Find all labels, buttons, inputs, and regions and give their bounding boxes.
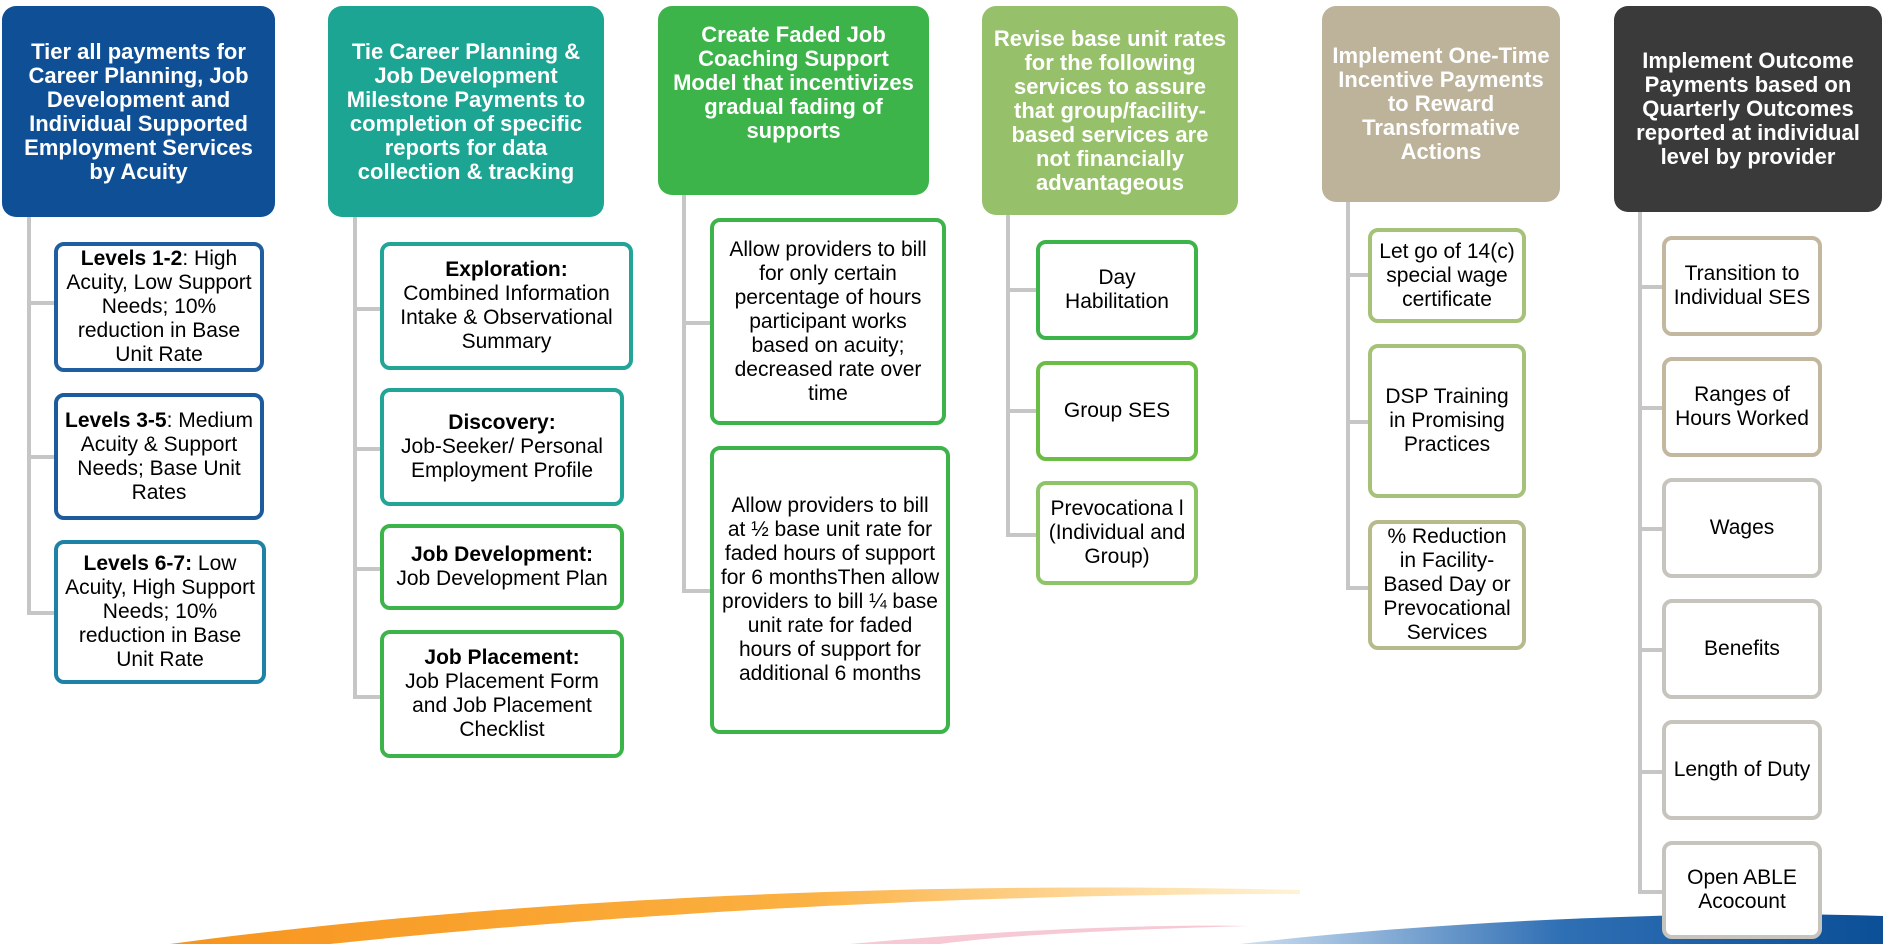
- exploration-milestone-box: Exploration: Combined Information Intake…: [380, 242, 633, 370]
- column-6-header: Implement Outcome Payments based on Quar…: [1614, 6, 1882, 212]
- box-text: Length of Duty: [1673, 758, 1811, 781]
- box-title: Exploration:: [445, 258, 568, 281]
- box-title: Job Placement:: [424, 646, 580, 669]
- box-title: Job Development:: [410, 543, 594, 566]
- box-text: DSP Training in Promising Practices: [1385, 385, 1509, 456]
- box-text: Allow providers to bill for only certain…: [729, 237, 927, 405]
- box-text: : High Acuity, Low Support Needs; 10% re…: [66, 247, 252, 366]
- box-title: Levels 3-5: [65, 408, 167, 432]
- box-text: % Reduction in Facility-Based Day or Pre…: [1383, 525, 1511, 644]
- column-4: Revise base unit rates for the following…: [982, 0, 1252, 944]
- box-text: Allow providers to bill at ½ base unit r…: [720, 494, 940, 685]
- transition-to-ses-box: Transition to Individual SES: [1662, 236, 1822, 336]
- column-4-header: Revise base unit rates for the following…: [982, 6, 1238, 215]
- column-5-header: Implement One-Time Incentive Payments to…: [1322, 6, 1560, 202]
- box-text: Day Habilitation: [1065, 266, 1169, 313]
- discovery-milestone-box: Discovery: Job-Seeker/ Personal Employme…: [380, 388, 624, 506]
- box-text: Job Development Plan: [396, 567, 608, 590]
- box-title: Levels 6-7:: [83, 552, 193, 575]
- box-title: Discovery:: [448, 411, 556, 434]
- box-text: Combined Information Intake & Observatio…: [400, 282, 613, 353]
- column-1-header: Tier all payments for Career Planning, J…: [2, 6, 275, 217]
- column-2-connector: [353, 217, 357, 697]
- prevocational-box: Prevocationa l (Individual and Group): [1036, 481, 1198, 585]
- job-development-milestone-box: Job Development: Job Development Plan: [380, 524, 624, 610]
- box-text: Group SES: [1063, 399, 1171, 422]
- box-text: Benefits: [1704, 637, 1780, 660]
- box-text: Job-Seeker/ Personal Employment Profile: [401, 435, 603, 482]
- column-3-header: Create Faded Job Coaching Support Model …: [658, 6, 929, 195]
- box-text: Ranges of Hours Worked: [1675, 383, 1809, 430]
- length-of-duty-box: Length of Duty: [1662, 720, 1822, 820]
- column-1: Tier all payments for Career Planning, J…: [2, 0, 277, 944]
- job-placement-milestone-box: Job Placement: Job Placement Form and Jo…: [380, 630, 624, 758]
- box-text: Job Placement Form and Job Placement Che…: [405, 670, 599, 741]
- box-text: Open ABLE Acocount: [1687, 866, 1797, 913]
- box-text: Let go of 14(c) special wage certificate: [1379, 239, 1515, 311]
- faded-hours-billing-box: Allow providers to bill at ½ base unit r…: [710, 446, 950, 734]
- wages-box: Wages: [1662, 478, 1822, 578]
- acuity-levels-1-2-box: Levels 1-2: High Acuity, Low Support Nee…: [54, 242, 264, 372]
- fourteen-c-certificate-box: Let go of 14(c) special wage certificate: [1368, 228, 1526, 323]
- acuity-levels-3-5-box: Levels 3-5: Medium Acuity & Support Need…: [54, 393, 264, 520]
- box-text: : Medium Acuity & Support Needs; Base Un…: [77, 408, 253, 504]
- column-2-header: Tie Career Planning & Job Development Mi…: [328, 6, 604, 217]
- column-3: Create Faded Job Coaching Support Model …: [658, 0, 958, 944]
- column-1-connector: [27, 217, 31, 613]
- column-5: Implement One-Time Incentive Payments to…: [1322, 0, 1592, 944]
- box-text: Low Acuity, High Support Needs; 10% redu…: [65, 552, 255, 671]
- dsp-training-box: DSP Training in Promising Practices: [1368, 344, 1526, 498]
- column-2: Tie Career Planning & Job Development Mi…: [328, 0, 638, 944]
- day-habilitation-box: Day Habilitation: [1036, 240, 1198, 340]
- benefits-box: Benefits: [1662, 599, 1822, 699]
- box-text: Transition to Individual SES: [1673, 262, 1811, 309]
- box-title: Levels 1-2: [80, 247, 183, 270]
- box-text: Prevocationa l (Individual and Group): [1048, 497, 1186, 568]
- hours-worked-box: Ranges of Hours Worked: [1662, 357, 1822, 457]
- column-6: Implement Outcome Payments based on Quar…: [1614, 0, 1883, 944]
- facility-reduction-box: % Reduction in Facility-Based Day or Pre…: [1368, 520, 1526, 650]
- able-account-box: Open ABLE Acocount: [1662, 841, 1822, 939]
- box-text: Wages: [1709, 516, 1775, 539]
- partial-billing-box: Allow providers to bill for only certain…: [710, 218, 946, 425]
- column-3-connector: [682, 195, 686, 591]
- acuity-levels-6-7-box: Levels 6-7: Low Acuity, High Support Nee…: [54, 540, 266, 684]
- group-ses-box: Group SES: [1036, 361, 1198, 461]
- column-4-connector: [1006, 215, 1010, 535]
- column-5-connector: [1346, 202, 1350, 588]
- column-6-connector: [1638, 212, 1642, 894]
